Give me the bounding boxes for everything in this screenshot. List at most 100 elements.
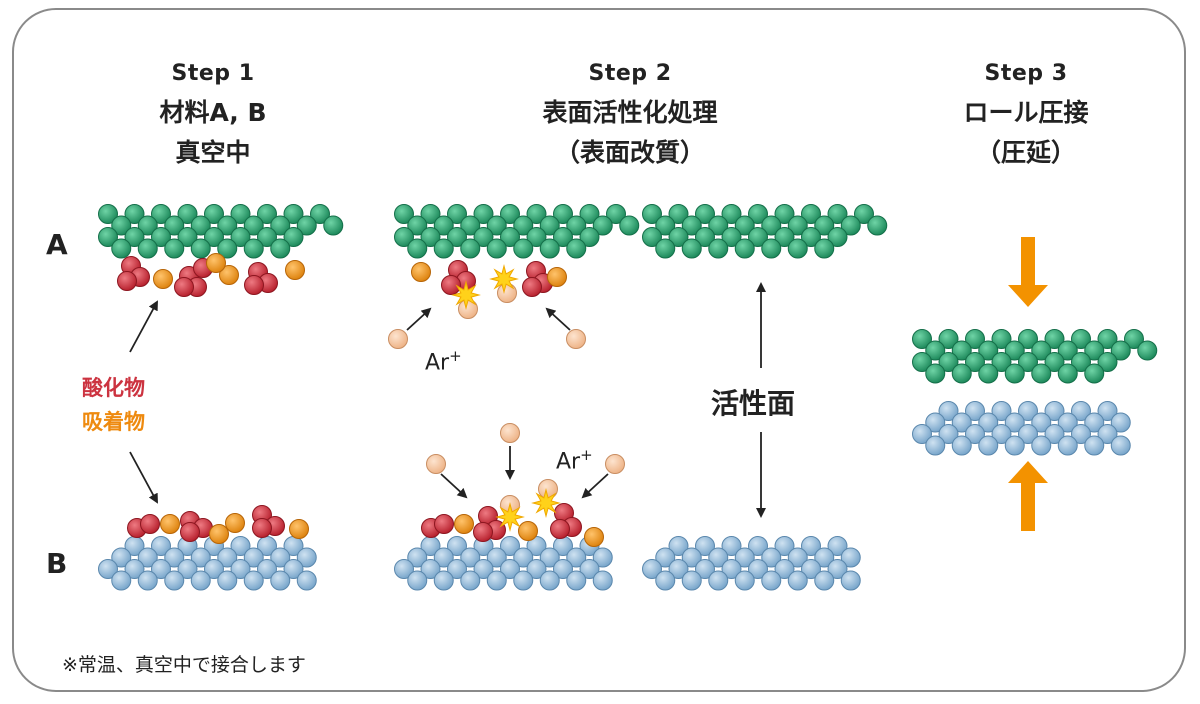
material-b-atom [951, 435, 972, 456]
material-a-atom [310, 204, 330, 224]
material-b-atom [1084, 435, 1105, 456]
material-a-atom [394, 227, 414, 247]
material-a-atom [539, 215, 560, 236]
material-a-atom [925, 340, 946, 361]
material-a-atom [1071, 352, 1091, 372]
material-b-atom [526, 536, 547, 556]
material-b-atom [695, 559, 715, 579]
material-a-atom [938, 352, 959, 372]
material-a-atom [965, 352, 985, 372]
material-b-atom [500, 536, 520, 556]
material-a-atom [177, 204, 198, 224]
material-a-atom [787, 215, 808, 236]
material-b-atom [230, 536, 251, 556]
material-a-atom [526, 227, 547, 247]
material-a-atom [420, 227, 441, 247]
step1-title: Step 1 [171, 61, 255, 86]
material-b-atom [1097, 424, 1118, 444]
material-b-atom [938, 424, 959, 444]
material-a-atom [486, 215, 507, 236]
material-a-atom [734, 238, 755, 259]
material-a-atom [1031, 363, 1052, 384]
material-a-atom [460, 215, 481, 236]
material-b-atom [708, 547, 729, 568]
material-a-atom [270, 238, 291, 259]
material-a-atom [420, 204, 441, 224]
material-b-atom [553, 559, 573, 579]
material-a-atom [243, 238, 264, 259]
material-a-atom [257, 204, 277, 224]
ion-arrow [406, 307, 432, 331]
material-b-atom [137, 570, 158, 591]
material-a-atom [460, 238, 481, 259]
material-b-atom [151, 536, 171, 556]
ar-ion [388, 329, 408, 349]
material-a-atom [801, 204, 821, 224]
material-b-atom [124, 559, 145, 579]
material-a-atom [98, 227, 118, 247]
material-a-atom [323, 215, 344, 236]
material-b-atom [1018, 401, 1038, 421]
material-b-atom [774, 559, 795, 579]
material-b-atom [1071, 401, 1091, 421]
material-a-atom [566, 238, 587, 259]
material-b-atom [204, 559, 224, 579]
material-a-atom [539, 238, 560, 259]
adsorbate-atom [285, 260, 305, 280]
material-b-atom [283, 559, 304, 579]
step2-heading: Step 2 表面活性化処理 （表面改質） [480, 55, 780, 173]
material-a-atom [1097, 352, 1118, 372]
oxide-atom [180, 522, 200, 542]
material-a-atom [473, 204, 494, 224]
material-b-atom [539, 570, 560, 591]
material-b-atom [566, 570, 587, 591]
material-a-atom [814, 238, 835, 259]
material-b-atom [827, 559, 848, 579]
material-b-atom [433, 570, 454, 591]
material-a-atom [951, 340, 972, 361]
oxide-atom [174, 277, 194, 297]
material-a-atom [500, 204, 520, 224]
footnote: ※常温、真空中で接合します [62, 654, 306, 676]
material-b-atom [447, 559, 467, 579]
material-b-atom [137, 547, 158, 568]
material-a-atom [965, 329, 985, 349]
material-b-atom [460, 570, 481, 591]
step2-line1: 表面活性化処理 [542, 98, 718, 127]
material-b-atom [681, 570, 702, 591]
material-b-atom [579, 559, 600, 579]
press-arrow-down [1008, 237, 1048, 307]
material-b-atom [394, 559, 414, 579]
material-a-atom [283, 227, 304, 247]
material-a-atom [991, 352, 1012, 372]
adsorbate-atom [518, 521, 538, 541]
material-b-atom [761, 547, 782, 568]
material-b-atom [655, 570, 676, 591]
material-a-atom [978, 340, 999, 361]
material-a-atom [1057, 363, 1078, 384]
material-a-atom [814, 215, 835, 236]
adsorbate-atom [219, 265, 239, 285]
oxide-atom [522, 277, 542, 297]
material-a-atom [1084, 363, 1105, 384]
material-a-atom [748, 227, 768, 247]
material-a-atom [991, 329, 1012, 349]
material-a-atom [217, 238, 238, 259]
material-b-atom [925, 435, 946, 456]
material-b-atom [164, 547, 185, 568]
material-b-atom [243, 547, 264, 568]
material-a-atom [748, 204, 768, 224]
material-a-atom [721, 227, 742, 247]
material-a-atom [867, 215, 888, 236]
material-b-atom [526, 559, 547, 579]
material-a-atom [912, 352, 932, 372]
material-a-atom [668, 227, 689, 247]
spark-icon [451, 280, 481, 310]
step2-line2: （表面改質） [554, 138, 705, 167]
material-b-atom [1110, 435, 1131, 456]
material-a-atom [204, 204, 224, 224]
material-b-atom [814, 547, 835, 568]
material-b-atom [925, 412, 946, 433]
material-b-atom [592, 570, 613, 591]
